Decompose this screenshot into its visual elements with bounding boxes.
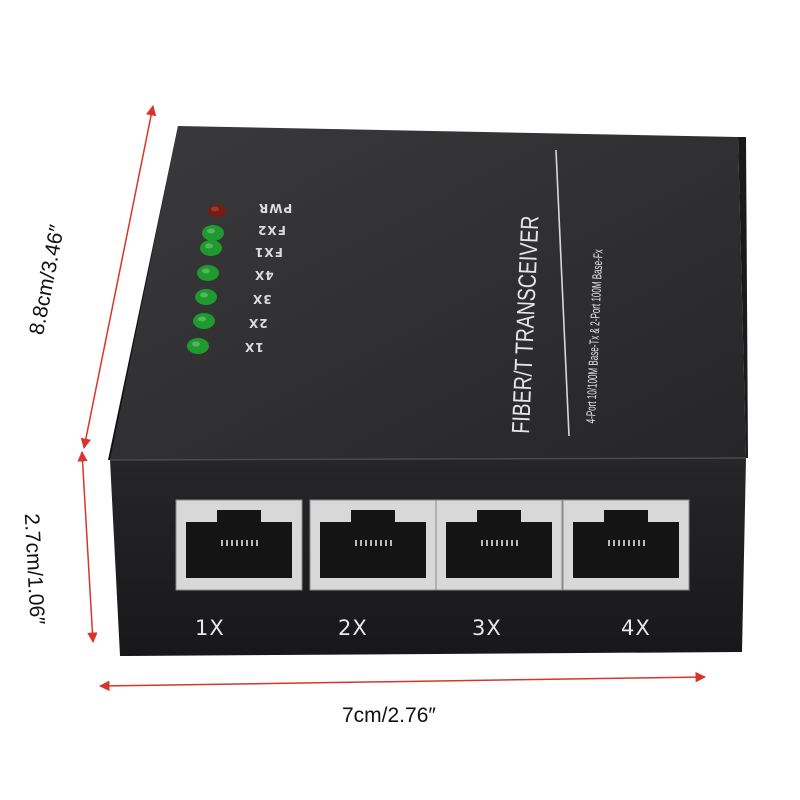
rj45-contact[interactable] (501, 540, 503, 546)
device-side (108, 126, 178, 460)
rj45-contact[interactable] (618, 540, 620, 546)
rj45-contact[interactable] (638, 540, 640, 546)
width-dimension-label: 7cm/2.76″ (342, 704, 436, 727)
led-3x (195, 289, 217, 305)
led-label-2x: 2X (248, 316, 268, 330)
rj45-port-opening[interactable] (446, 510, 552, 578)
rj45-contact[interactable] (221, 540, 223, 546)
port-label-2x: 2X (338, 616, 368, 640)
rj45-contact[interactable] (628, 540, 630, 546)
rj45-contact[interactable] (355, 540, 357, 546)
port-label-3x: 3X (472, 616, 502, 640)
rj45-contact[interactable] (380, 540, 382, 546)
rj45-contact[interactable] (246, 540, 248, 546)
rj45-contact[interactable] (481, 540, 483, 546)
rj45-contact[interactable] (390, 540, 392, 546)
led-label-fx2: FX2 (257, 223, 286, 237)
rj45-port-opening[interactable] (186, 510, 292, 578)
rj45-contact[interactable] (491, 540, 493, 546)
rj45-contact[interactable] (633, 540, 635, 546)
rj45-contact[interactable] (516, 540, 518, 546)
port-label-1x: 1X (195, 616, 225, 640)
led-highlight (207, 228, 215, 234)
rj45-port-opening[interactable] (573, 510, 679, 578)
rj45-contact[interactable] (360, 540, 362, 546)
device-front-edge (109, 457, 747, 461)
led-label-fx1: FX1 (254, 245, 283, 259)
led-4x (197, 265, 219, 281)
height-dimension-line (77, 450, 98, 644)
rj45-contact[interactable] (241, 540, 243, 546)
led-highlight (198, 316, 206, 322)
rj45-contact[interactable] (370, 540, 372, 546)
rj45-contact[interactable] (486, 540, 488, 546)
rj45-contact[interactable] (613, 540, 615, 546)
led-highlight (192, 341, 200, 347)
led-2x (193, 313, 215, 329)
top-decor-line (555, 149, 570, 437)
rj45-contact[interactable] (365, 540, 367, 546)
led-highlight (200, 292, 208, 298)
device-top (110, 126, 746, 460)
led-fx2 (202, 225, 224, 241)
rj45-contact[interactable] (375, 540, 377, 546)
rj45-contact[interactable] (236, 540, 238, 546)
width-dimension-line (98, 671, 707, 692)
led-label-1x: 1X (244, 340, 264, 354)
rj45-contact[interactable] (623, 540, 625, 546)
length-dimension-line (80, 104, 157, 450)
rj45-contact[interactable] (226, 540, 228, 546)
rj45-contact[interactable] (643, 540, 645, 546)
rj45-contact[interactable] (385, 540, 387, 546)
port-label-4x: 4X (621, 616, 651, 640)
led-label-pwr: PWR (258, 201, 293, 215)
led-label-4x: 4X (254, 268, 274, 282)
led-group (187, 205, 226, 354)
led-highlight (202, 268, 210, 274)
rj45-contact[interactable] (511, 540, 513, 546)
rj45-contact[interactable] (496, 540, 498, 546)
led-label-3x: 3X (252, 292, 272, 306)
rj45-port-opening[interactable] (320, 510, 426, 578)
led-highlight (205, 243, 213, 249)
led-highlight (211, 206, 219, 212)
rj45-contact[interactable] (231, 540, 233, 546)
led-1x (187, 338, 209, 354)
led-fx1 (200, 240, 222, 256)
rj45-port-group (175, 499, 690, 591)
rj45-contact[interactable] (256, 540, 258, 546)
rj45-contact[interactable] (506, 540, 508, 546)
device-top-edge-right (738, 137, 748, 458)
rj45-contact[interactable] (608, 540, 610, 546)
rj45-contact[interactable] (251, 540, 253, 546)
led-pwr (208, 205, 226, 217)
